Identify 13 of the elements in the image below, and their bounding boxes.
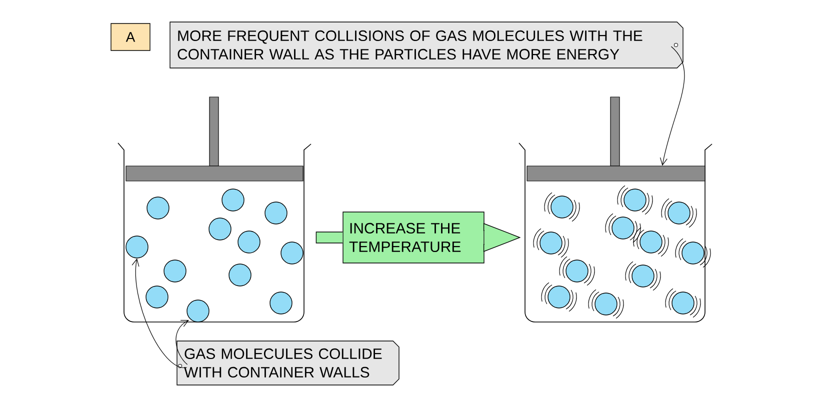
block-arrow bbox=[483, 222, 521, 252]
callout-box: GAS MOLECULES COLLIDE WITH CONTAINER WALLS bbox=[176, 340, 400, 386]
label-box: INCREASE THE TEMPERATURE bbox=[342, 212, 484, 264]
gas-molecule bbox=[126, 236, 148, 258]
leader-line bbox=[176, 320, 189, 365]
leader-line bbox=[132, 258, 188, 368]
container-drawing bbox=[518, 96, 712, 322]
letter-tag: A bbox=[110, 23, 150, 51]
callout-box: MORE FREQUENT COLLISIONS OF GAS MOLECULES WITH THE CONTAINER WALL AS THE PARTICLES HAVE MORE ENERGY bbox=[170, 22, 684, 68]
gas-molecule bbox=[186, 300, 210, 322]
arrow-stub bbox=[316, 232, 343, 244]
leader-line bbox=[660, 46, 685, 166]
container-drawing bbox=[118, 96, 312, 322]
